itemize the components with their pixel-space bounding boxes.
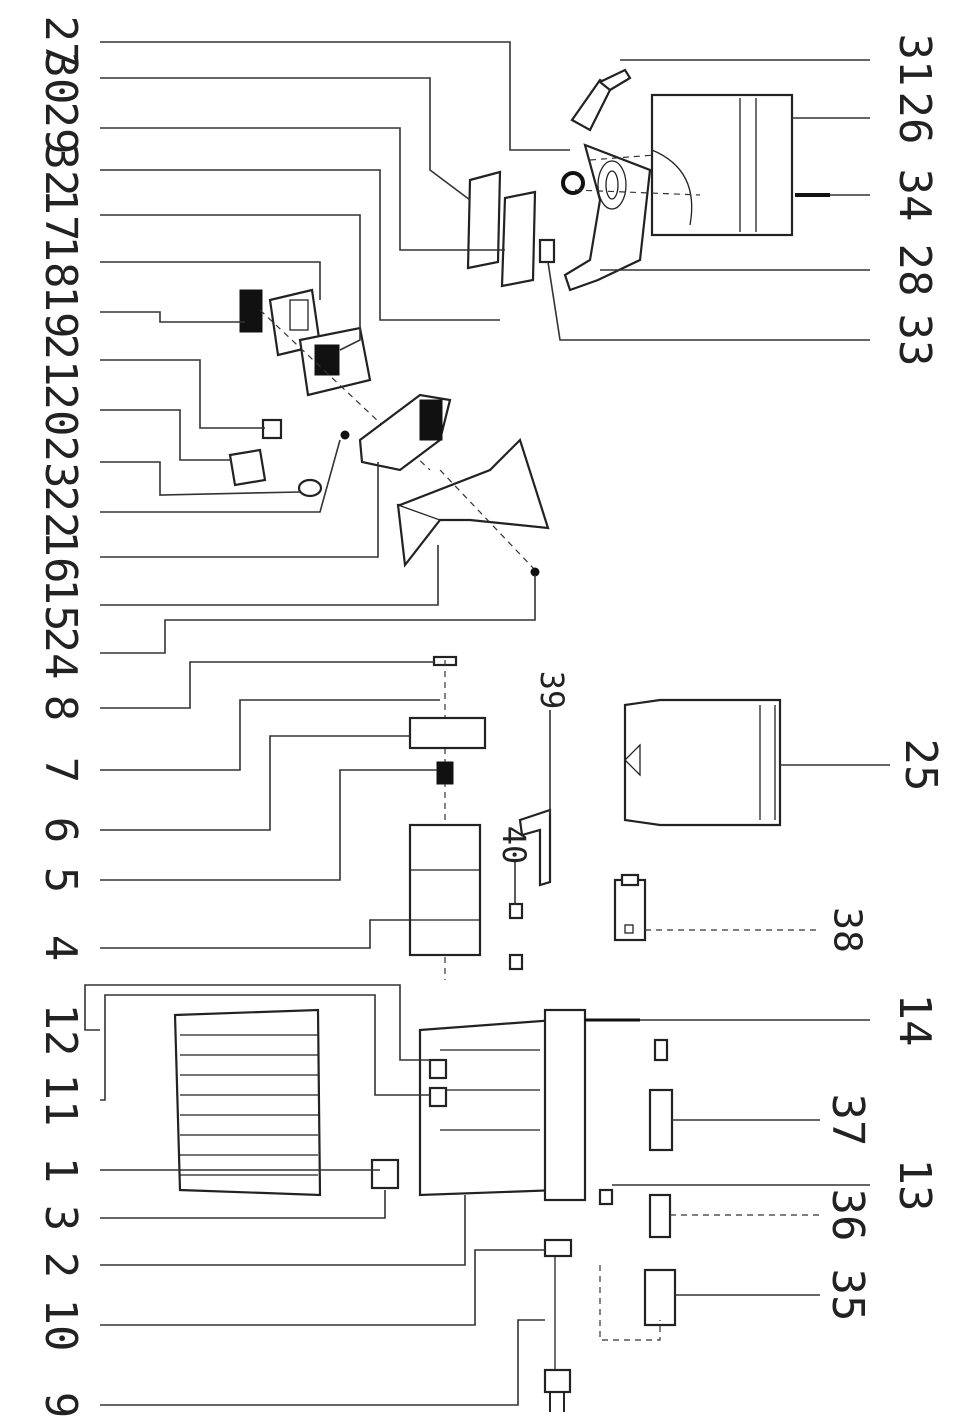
part-40-cap (508, 902, 524, 920)
label-15: 15 (35, 579, 86, 632)
part-24-screw (530, 567, 540, 577)
part-17-block (298, 326, 372, 397)
part-5-4-motor (408, 823, 482, 957)
label-37: 37 (822, 1094, 873, 1147)
label-2: 2 (35, 1252, 86, 1279)
label-13: 13 (889, 1159, 940, 1212)
label-12: 12 (35, 1004, 86, 1057)
label-27: 27 (35, 16, 86, 69)
part-6-gear (436, 761, 454, 785)
part-27-ring (561, 171, 585, 195)
label-3: 3 (35, 1205, 86, 1232)
label-23: 23 (35, 436, 86, 489)
part-37-plug (648, 1038, 674, 1152)
label-33: 33 (889, 314, 940, 367)
part-26-container (650, 93, 794, 237)
label-5: 5 (35, 867, 86, 894)
label-39: 39 (533, 671, 571, 710)
part-block-small (508, 953, 524, 971)
part-3-valve (370, 1158, 400, 1190)
labels-mid: 39 40 25 38 (495, 671, 946, 953)
part-21-cap (261, 418, 283, 440)
label-22: 22 (35, 486, 86, 539)
labels-left: 27 30 29 32 17 18 19 21 20 23 22 16 15 2… (35, 16, 86, 1419)
label-7: 7 (35, 757, 86, 784)
part-10-grommet (543, 1238, 573, 1258)
labels-right: 31 26 34 28 33 14 13 37 36 35 (822, 34, 940, 1322)
part-38-switch (613, 873, 647, 942)
part-2-base (418, 1008, 587, 1202)
part-22-screw (340, 430, 350, 440)
label-38: 38 (826, 907, 870, 953)
label-40: 40 (495, 826, 533, 865)
part-35-fuse (643, 1268, 677, 1327)
part-16-housing (358, 393, 452, 472)
label-6: 6 (35, 817, 86, 844)
part-7-disc (408, 716, 487, 750)
axis-line-mid (259, 309, 431, 471)
label-8: 8 (35, 695, 86, 722)
label-20: 20 (35, 384, 86, 437)
leader-lines-right (514, 59, 890, 1296)
label-16: 16 (35, 531, 86, 584)
label-11: 11 (35, 1074, 86, 1127)
part-13-foot (598, 1188, 614, 1206)
label-17: 17 (35, 189, 86, 242)
axis-line-34 (574, 189, 701, 196)
part-9-plug (543, 1368, 572, 1412)
axis-line-24 (439, 469, 536, 571)
label-35: 35 (822, 1269, 873, 1322)
label-28: 28 (889, 244, 940, 297)
cord-dashed-link (599, 1265, 661, 1341)
label-26: 26 (889, 92, 940, 145)
label-14: 14 (889, 994, 940, 1047)
part-31-lever (570, 68, 632, 132)
label-18: 18 (35, 236, 86, 289)
part-28-bracket (563, 143, 652, 292)
label-34: 34 (889, 169, 940, 222)
label-21: 21 (35, 334, 86, 387)
label-1: 1 (35, 1157, 86, 1184)
label-30: 30 (35, 52, 86, 105)
label-4: 4 (35, 935, 86, 962)
part-20-body (228, 448, 267, 487)
label-9: 9 (35, 1392, 86, 1419)
label-36: 36 (822, 1189, 873, 1242)
label-29: 29 (35, 102, 86, 155)
part-33-pin (538, 238, 556, 264)
part-30-plate (466, 170, 502, 270)
part-25-container (623, 698, 782, 827)
part-15-tray (396, 437, 550, 568)
label-19: 19 (35, 286, 86, 339)
part-1-filter (173, 1008, 322, 1197)
label-24: 24 (35, 627, 86, 680)
label-32: 32 (35, 144, 86, 197)
part-19-spring (239, 289, 263, 333)
part-36-clip (648, 1193, 672, 1239)
part-23-knob (297, 478, 323, 498)
label-10: 10 (35, 1299, 86, 1352)
label-25: 25 (895, 739, 946, 792)
leader-lines (84, 41, 570, 1406)
part-29-plate (500, 190, 537, 288)
label-31: 31 (889, 34, 940, 87)
